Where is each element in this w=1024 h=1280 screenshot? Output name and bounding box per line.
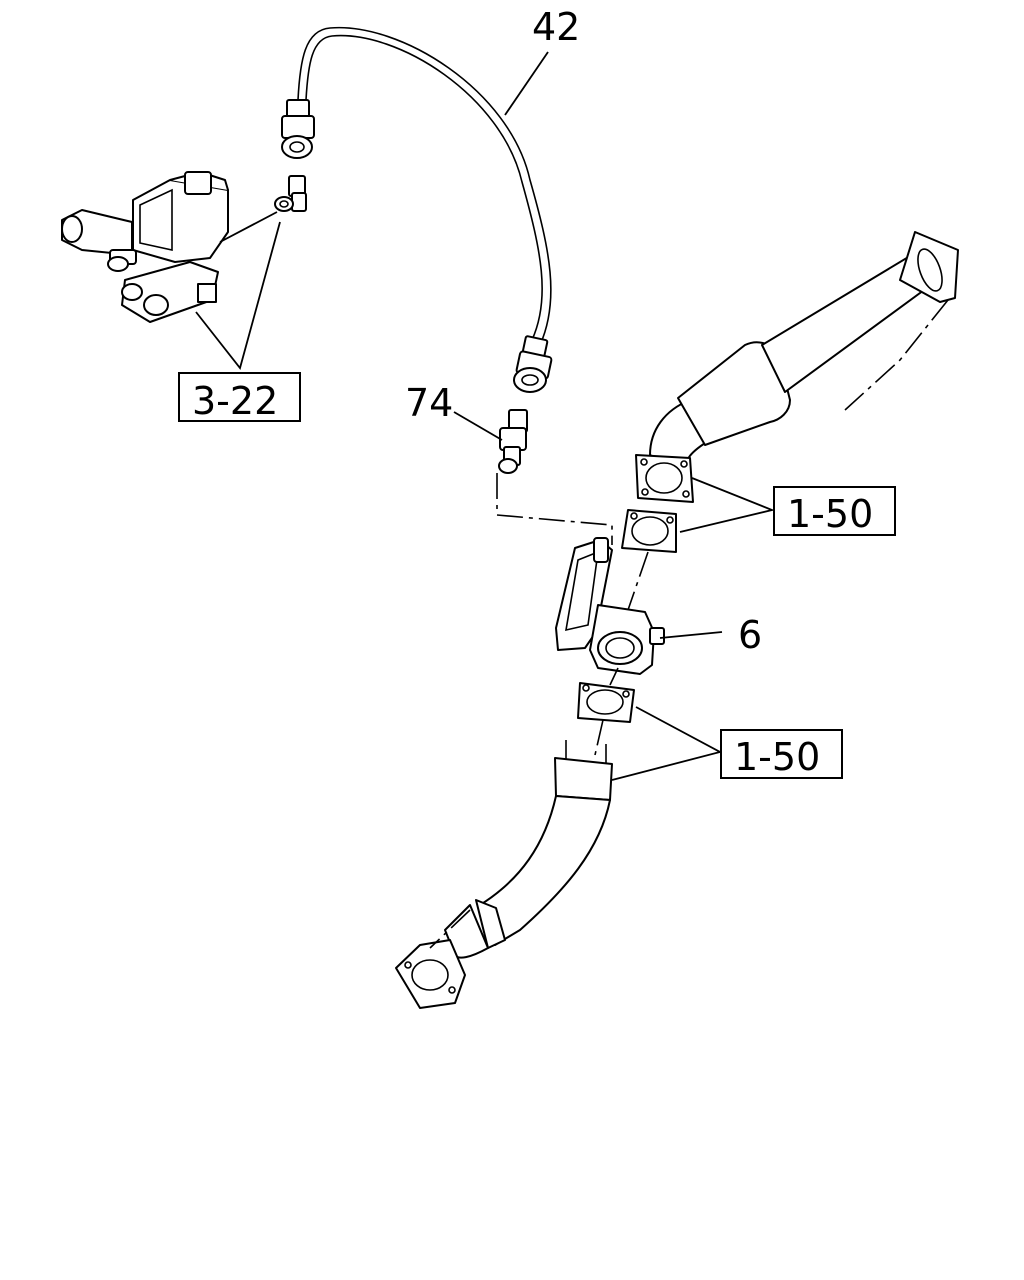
callout-6: 6 <box>738 613 762 657</box>
gasket-lower <box>577 682 635 723</box>
exhaust-brake-valve-6 <box>555 537 665 675</box>
gasket-upper-2 <box>621 509 677 553</box>
hose-42 <box>281 26 553 393</box>
solenoid-valve-assembly <box>61 171 229 323</box>
callout-1-50-upper: 1-50 <box>787 492 873 536</box>
callout-3-22: 3-22 <box>192 379 278 423</box>
callout-74: 74 <box>405 381 453 425</box>
callout-box-1-50-upper: 1-50 <box>773 486 896 536</box>
callout-42: 42 <box>532 5 580 49</box>
callout-box-1-50-lower: 1-50 <box>720 729 843 779</box>
fitting-74 <box>498 409 528 474</box>
upper-exhaust-pipe <box>649 231 959 471</box>
lower-exhaust-pipe <box>395 740 613 1009</box>
callout-box-3-22: 3-22 <box>178 372 301 423</box>
elbow-fitting <box>274 175 307 212</box>
callout-1-50-lower: 1-50 <box>734 735 820 779</box>
gasket-upper-1 <box>635 454 694 503</box>
